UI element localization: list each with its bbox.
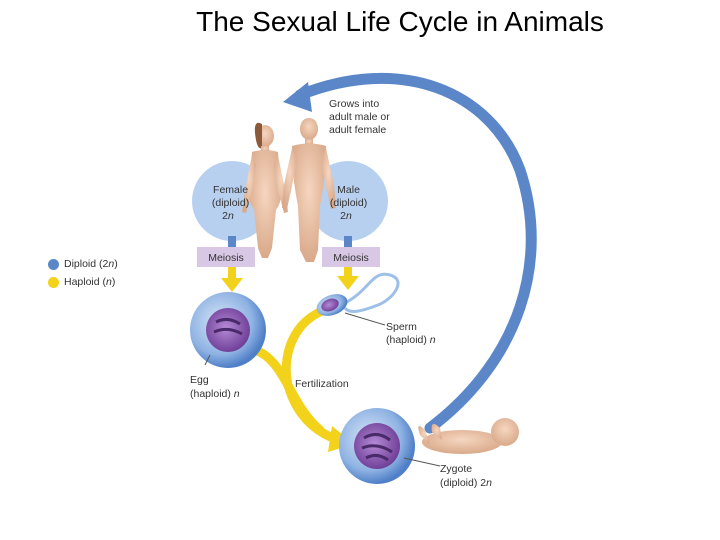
growth-arrow [294,72,537,434]
female-label: Female (diploid) 2n [212,184,252,222]
legend-haploid-label: Haploid (n) [64,276,116,288]
haploid-arrowhead-right [337,276,359,290]
male-stem [344,236,352,248]
sperm-label-line [344,312,386,326]
diploid-dot-icon [48,258,59,270]
egg-cell-icon [190,292,266,368]
legend-haploid: Haploid (n) [48,273,118,291]
diagram-title: The Sexual Life Cycle in Animals [196,6,604,37]
male-figure-icon [282,118,336,262]
zygote-label: Zygote (diploid) 2n [440,463,492,489]
legend: Diploid (2n) Haploid (n) [48,255,118,291]
haploid-arrowhead-left [221,278,243,292]
meiosis-box-right [322,247,380,267]
fertilization-label: Fertilization [295,378,349,390]
meiosis-box-left [197,247,255,267]
zygote-label-line [403,457,441,467]
female-stem [228,236,236,248]
haploid-dot-icon [48,276,59,288]
egg-label: Egg (haploid) n [190,374,240,400]
male-label: Male (diploid) 2n [330,184,370,222]
egg-label-line [204,354,211,366]
sperm-cell-icon [316,272,400,316]
meiosis-label-left: Meiosis [208,252,244,264]
haploid-stem-left [228,267,236,279]
growth-arrowhead [283,82,312,112]
egg-to-zygote-arrow [250,345,325,435]
legend-diploid-label: Diploid (2n) [64,258,118,270]
zygote-cell-icon [339,408,415,484]
sperm-label: Sperm (haploid) n [386,321,436,346]
haploid-stem-right [344,267,352,277]
grows-into-label: Grows into adult male or adult female [329,98,393,136]
baby-figure-icon [418,418,519,454]
legend-diploid: Diploid (2n) [48,255,118,273]
meiosis-label-right: Meiosis [333,252,369,264]
